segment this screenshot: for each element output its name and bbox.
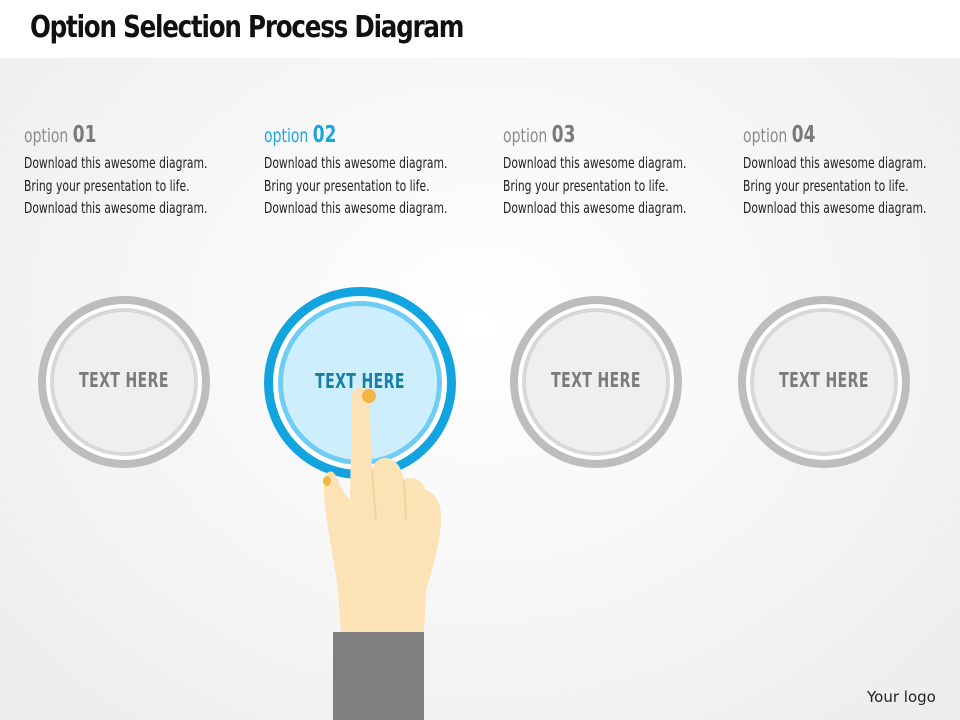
option-description: Download this awesome diagram. Bring you…	[24, 154, 208, 217]
option-01-node[interactable]: TEXT HERE	[38, 296, 210, 468]
title-bar: Option Selection Process Diagram	[0, 0, 960, 58]
inner-disc	[522, 308, 670, 456]
option-heading: option 02	[264, 122, 337, 148]
node-label: TEXT HERE	[79, 368, 169, 392]
node-label: TEXT HERE	[551, 368, 641, 392]
node-label: TEXT HERE	[779, 368, 869, 392]
inner-disc	[50, 308, 198, 456]
option-heading: option 04	[743, 122, 816, 148]
option-02-node[interactable]: TEXT HERE	[264, 287, 456, 479]
page-title: Option Selection Process Diagram	[30, 10, 464, 45]
option-description: Download this awesome diagram. Bring you…	[743, 154, 927, 217]
option-03-text: option 03 Download this awesome diagram.…	[503, 122, 713, 220]
option-04-text: option 04 Download this awesome diagram.…	[743, 122, 953, 220]
option-03-node[interactable]: TEXT HERE	[510, 296, 682, 468]
option-01-text: option 01 Download this awesome diagram.…	[24, 122, 234, 220]
option-heading: option 03	[503, 122, 576, 148]
option-04-node[interactable]: TEXT HERE	[738, 296, 910, 468]
option-02-text: option 02 Download this awesome diagram.…	[264, 122, 474, 220]
inner-disc	[750, 308, 898, 456]
option-heading: option 01	[24, 122, 97, 148]
logo-placeholder: Your logo	[867, 688, 936, 706]
option-description: Download this awesome diagram. Bring you…	[264, 154, 448, 217]
option-description: Download this awesome diagram. Bring you…	[503, 154, 687, 217]
